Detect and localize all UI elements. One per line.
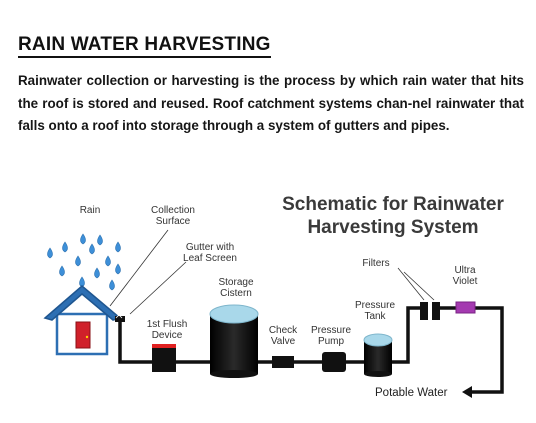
label-leaders xyxy=(109,229,435,315)
label-check-valve: Check xyxy=(269,325,298,336)
rain-drop xyxy=(62,241,68,253)
filters-leader-2 xyxy=(403,271,435,301)
house-icon xyxy=(43,285,122,356)
filters xyxy=(420,302,440,320)
label-gutter-2: Leaf Screen xyxy=(183,253,237,264)
label-collection-surface: Collection xyxy=(151,205,195,216)
rain-drop xyxy=(105,255,111,267)
label-first-flush: 1st Flush xyxy=(147,319,188,330)
label-filters: Filters xyxy=(362,258,389,269)
label-ultra-violet-2: Violet xyxy=(453,276,478,287)
diagram-heading-line1: Schematic for Rainwater xyxy=(282,194,504,215)
label-gutter: Gutter with xyxy=(186,242,234,253)
potable-water-arrow-icon xyxy=(462,386,472,398)
rain-drop xyxy=(59,265,65,277)
rain-drops xyxy=(47,233,121,291)
ultra-violet-lamp xyxy=(455,301,476,314)
rain-drop xyxy=(89,243,95,255)
filters-leader-1 xyxy=(397,267,425,301)
pressure-pump xyxy=(322,352,346,372)
pipe-network xyxy=(118,306,504,394)
gutter-leader xyxy=(129,261,187,315)
label-ultra-violet: Ultra xyxy=(454,265,476,276)
label-collection-surface-2: Surface xyxy=(156,216,191,227)
label-pressure-pump: Pressure xyxy=(311,325,351,336)
rain-drop xyxy=(109,279,115,291)
label-check-valve-2: Valve xyxy=(271,336,296,347)
label-pressure-tank: Pressure xyxy=(355,300,395,311)
pipe-tank-to-filters xyxy=(392,306,420,364)
diagram-heading-line2: Harvesting System xyxy=(307,217,478,238)
pipe-uv-to-outlet xyxy=(470,306,504,394)
label-storage-cistern: Storage xyxy=(218,277,253,288)
door-knob xyxy=(85,335,89,339)
label-rain: Rain xyxy=(80,205,101,216)
label-pressure-pump-2: Pump xyxy=(318,336,345,347)
first-flush-device xyxy=(152,344,176,372)
label-storage-cistern-2: Cistern xyxy=(220,288,252,299)
rain-drop xyxy=(75,255,81,267)
house-door xyxy=(75,321,91,349)
rain-drop xyxy=(47,247,53,259)
rain-drop xyxy=(115,241,121,253)
rain-drop xyxy=(115,263,121,275)
collection-surface-leader xyxy=(109,229,169,307)
gutter-with-leaf-screen xyxy=(115,314,125,322)
intro-paragraph: Rainwater collection or harvesting is th… xyxy=(18,73,524,133)
pressure-tank xyxy=(363,333,393,377)
rain-drop xyxy=(80,233,86,245)
label-first-flush-2: Device xyxy=(152,330,183,341)
label-potable-water: Potable Water xyxy=(375,387,448,399)
downspout-pipe xyxy=(118,320,158,364)
rain-drop xyxy=(94,267,100,279)
house-roof xyxy=(43,285,122,321)
page-title: RAIN WATER HARVESTING xyxy=(18,34,271,58)
storage-cistern xyxy=(209,304,259,378)
rain-drop xyxy=(97,234,103,246)
label-pressure-tank-2: Tank xyxy=(364,311,386,322)
check-valve xyxy=(272,356,294,368)
